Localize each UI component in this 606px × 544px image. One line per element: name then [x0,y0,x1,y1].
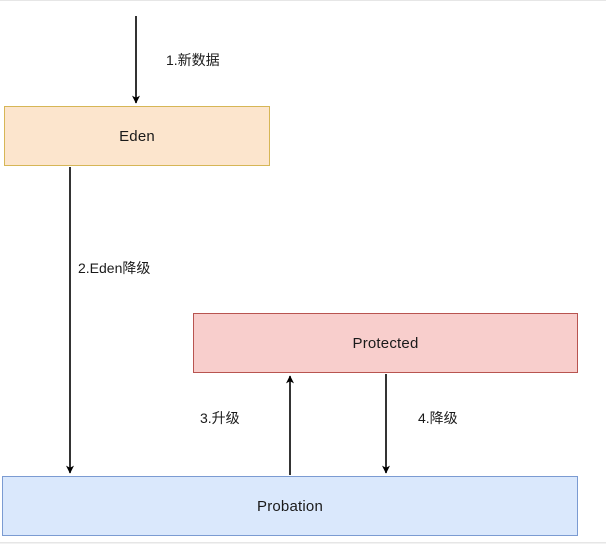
node-protected[interactable]: Protected [193,313,578,373]
edge-label-eden-demote: 2.Eden降级 [78,260,151,276]
node-protected-label: Protected [352,334,419,352]
node-eden-label: Eden [119,127,155,145]
edge-label-demote: 4.降级 [418,410,458,426]
node-probation-label: Probation [256,497,323,515]
edge-label-promote: 3.升级 [200,410,240,426]
node-eden[interactable]: Eden [4,106,270,166]
edge-label-new-data: 1.新数据 [166,52,220,68]
node-probation[interactable]: Probation [2,476,578,536]
